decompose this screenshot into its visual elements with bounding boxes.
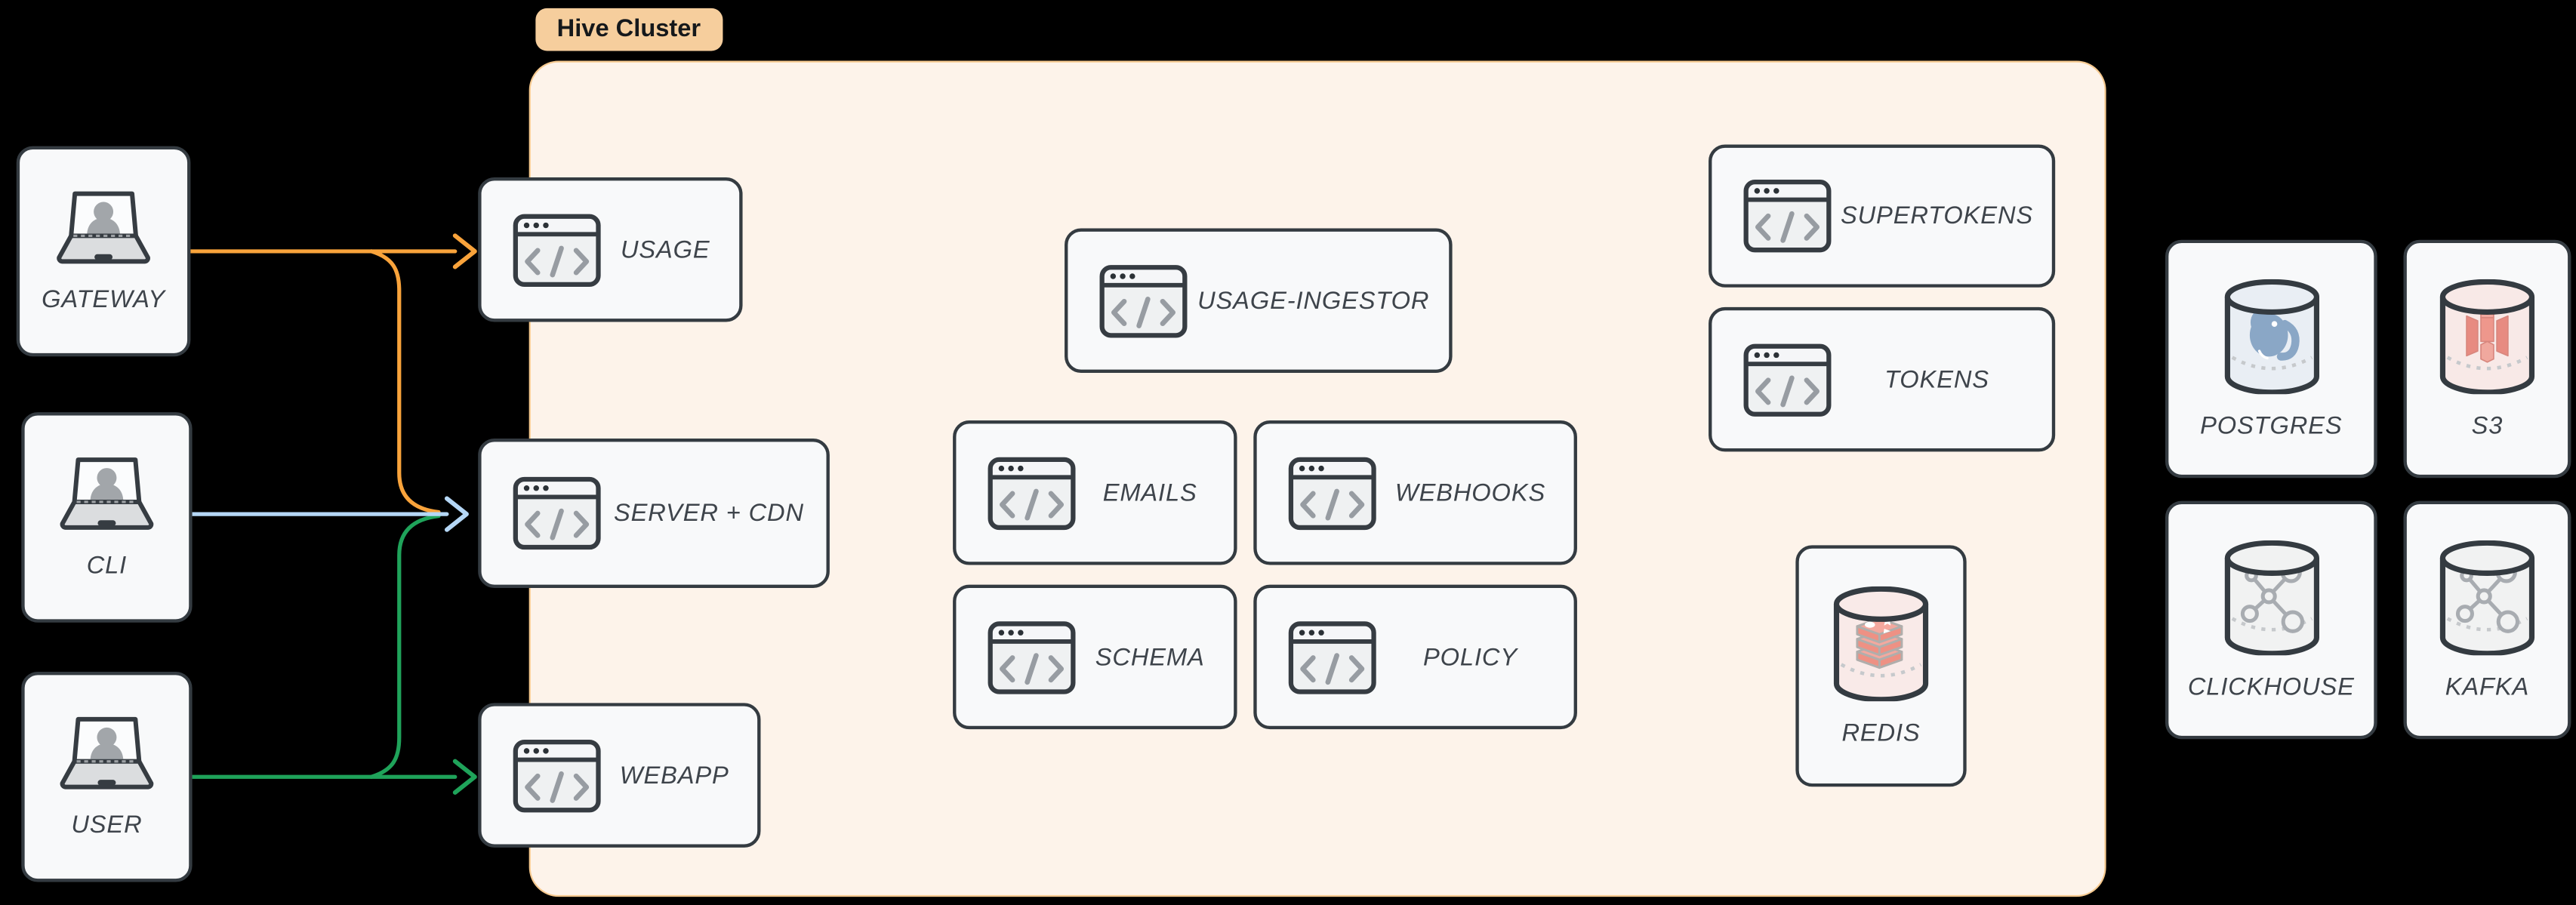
arrow-gateway-server-cdn: [369, 249, 441, 515]
node-label: KAFKA: [2445, 673, 2530, 701]
node-label: USER: [71, 811, 143, 839]
arrowhead-icon: [444, 496, 469, 532]
node-tokens: TOKENS: [1709, 306, 2056, 452]
code-window-icon: [513, 738, 602, 812]
node-webapp: WEBAPP: [478, 703, 761, 848]
laptop-icon: [49, 189, 158, 267]
node-label: SERVER + CDN: [613, 499, 804, 528]
node-label: CLI: [86, 552, 128, 580]
redis-cylinder-icon: [1830, 585, 1932, 702]
node-label: SCHEMA: [1095, 642, 1205, 671]
node-label: SUPERTOKENS: [1840, 202, 2034, 230]
node-s3: S3: [2403, 239, 2571, 479]
code-window-icon: [513, 476, 602, 550]
node-label: WEBHOOKS: [1394, 479, 1546, 507]
code-window-icon: [513, 213, 602, 287]
arrow-user-server-cdn: [369, 514, 441, 779]
code-window-icon: [1743, 343, 1832, 417]
s3-cylinder-icon: [2436, 278, 2538, 395]
arrowhead-icon: [452, 233, 477, 269]
node-label: POSTGRES: [2200, 411, 2343, 440]
node-cli: CLI: [21, 412, 193, 623]
code-window-icon: [1099, 263, 1188, 337]
node-clickhouse: CLICKHOUSE: [2165, 500, 2377, 740]
node-schema: SCHEMA: [953, 584, 1237, 730]
node-label: WEBAPP: [619, 761, 729, 790]
node-webhooks: WEBHOOKS: [1253, 420, 1577, 565]
node-gateway: GATEWAY: [16, 146, 191, 357]
clickhouse-cylinder-icon: [2220, 539, 2322, 656]
postgres-cylinder-icon: [2220, 278, 2322, 395]
cluster-label: Hive Cluster: [535, 8, 723, 51]
node-policy: POLICY: [1253, 584, 1577, 730]
node-label: EMAILS: [1102, 479, 1197, 507]
node-label: REDIS: [1841, 719, 1921, 746]
arrow-user-webapp: [190, 759, 477, 795]
node-label: USAGE-INGESTOR: [1197, 286, 1430, 315]
kafka-cylinder-icon: [2436, 539, 2538, 656]
code-window-icon: [1288, 456, 1377, 530]
node-redis: REDIS: [1795, 545, 1967, 787]
node-label: GATEWAY: [42, 285, 166, 314]
code-window-icon: [988, 620, 1077, 694]
node-emails: EMAILS: [953, 420, 1237, 565]
node-label: USAGE: [620, 235, 710, 264]
node-label: TOKENS: [1884, 365, 1989, 394]
arrow-gateway-usage: [188, 233, 477, 269]
node-kafka: KAFKA: [2403, 500, 2571, 740]
code-window-icon: [1288, 620, 1377, 694]
node-usage: USAGE: [478, 177, 743, 322]
laptop-icon: [53, 455, 162, 534]
node-supertokens: SUPERTOKENS: [1709, 144, 2056, 288]
arrow-cli-server-cdn: [190, 496, 469, 532]
node-user: USER: [21, 671, 193, 882]
code-window-icon: [988, 456, 1077, 530]
node-label: S3: [2471, 411, 2504, 440]
node-usage-ingestor: USAGE-INGESTOR: [1065, 228, 1453, 373]
arrowhead-icon: [452, 759, 477, 795]
node-postgres: POSTGRES: [2165, 239, 2377, 479]
laptop-icon: [53, 715, 162, 793]
node-label: CLICKHOUSE: [2187, 673, 2355, 701]
code-window-icon: [1743, 179, 1832, 253]
node-server-cdn: SERVER + CDN: [478, 438, 830, 589]
node-label: POLICY: [1423, 642, 1518, 671]
